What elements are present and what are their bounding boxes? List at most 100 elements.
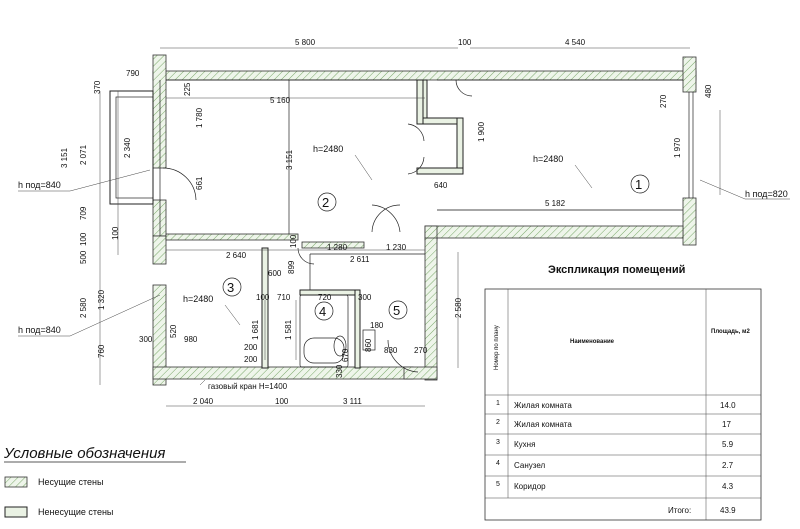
dim-899: 899 [287, 260, 296, 274]
total-label: Итого: [668, 506, 691, 515]
row5-area: 4.3 [722, 482, 734, 491]
dim-2040: 2 040 [193, 397, 214, 406]
dim-1900: 1 900 [477, 121, 486, 142]
dimension-texts: 5 800 100 4 540 790 370 225 270 480 5 16… [60, 38, 713, 406]
dim-330: 330 [335, 364, 344, 378]
dim-640: 640 [434, 181, 448, 190]
dim-5182: 5 182 [545, 199, 566, 208]
dim-225: 225 [183, 82, 192, 96]
dim-720: 720 [318, 293, 332, 302]
dim-270: 270 [659, 94, 668, 108]
left-wall-mid2 [152, 235, 167, 265]
dim-3111: 3 111 [343, 397, 362, 406]
dim-bath-100: 100 [256, 293, 270, 302]
corridor-right-wall [424, 237, 438, 381]
header-name: Наименование [570, 339, 615, 345]
ceiling-height-room1: h=2480 [533, 154, 563, 164]
room-number-5: 5 [393, 303, 400, 318]
left-wall-lower [152, 284, 167, 386]
dim-790: 790 [126, 69, 140, 78]
left-wall-upper [152, 54, 167, 169]
dim-bath-300: 300 [358, 293, 372, 302]
dim-top-4540: 4 540 [565, 38, 586, 47]
dim-709: 709 [79, 206, 88, 220]
dimension-lines [99, 47, 721, 407]
dim-top-5800: 5 800 [295, 38, 316, 47]
room-number-2: 2 [322, 195, 329, 210]
dim-180: 180 [370, 321, 384, 330]
floor-height-left-bottom: h под=840 [18, 325, 61, 335]
floor-height-right: h под=820 [745, 189, 788, 199]
dim-480: 480 [704, 84, 713, 98]
dim-5160: 5 160 [270, 96, 291, 105]
dim-1320: 1 320 [97, 289, 106, 310]
top-wall [152, 70, 697, 81]
dim-100-c: 100 [289, 234, 298, 248]
dim-830: 830 [384, 346, 398, 355]
header-number: Номер по плану [494, 325, 500, 370]
explication-table: Экспликация помещений Номер по плану Наи… [484, 264, 762, 521]
gas-note: газовый кран H=1400 [208, 382, 288, 391]
table-title: Экспликация помещений [548, 264, 685, 276]
legend-title: Условные обозначения [3, 445, 165, 462]
dim-3151-left: 3 151 [60, 147, 69, 168]
legend-swatch-bearing [4, 476, 28, 488]
row5-num: 5 [496, 481, 500, 488]
dim-500: 500 [79, 250, 88, 264]
room-number-1: 1 [635, 177, 642, 192]
legend-item-nonbearing: Ненесущие стены [38, 507, 113, 517]
dim-1581: 1 581 [284, 319, 293, 340]
dim-1970: 1 970 [673, 137, 682, 158]
room-number-4: 4 [319, 304, 326, 319]
dim-670: 670 [341, 348, 350, 362]
dim-100-b: 100 [111, 226, 120, 240]
row5-name: Коридор [514, 482, 546, 491]
dim-1780: 1 780 [195, 107, 204, 128]
left-wall-mid [152, 199, 167, 237]
walls [109, 54, 697, 386]
dim-1280: 1 280 [327, 243, 348, 252]
room-numbers: 1 2 3 4 5 [222, 174, 650, 321]
dim-600: 600 [268, 269, 282, 278]
dim-980: 980 [184, 335, 198, 344]
dim-2071: 2 071 [79, 144, 88, 165]
row4-num: 4 [496, 460, 500, 467]
row3-area: 5.9 [722, 440, 734, 449]
row2-name: Жилая комната [514, 420, 572, 429]
room2-bottom-wall [165, 233, 299, 241]
bottom-wall [152, 366, 414, 380]
dim-2340: 2 340 [123, 137, 132, 158]
row2-area: 17 [722, 420, 731, 429]
dim-2611: 2 611 [350, 255, 370, 264]
heights: h под=840 h под=840 h под=820 h=2480 h=2… [18, 144, 790, 391]
row1-name: Жилая комната [514, 401, 572, 410]
legend-swatch-nonbearing [4, 506, 28, 518]
dim-3151-center: 3 151 [285, 149, 294, 170]
dim-760: 760 [97, 344, 106, 358]
dim-bath-300b: 300 [139, 335, 153, 344]
dim-2580-left: 2 580 [79, 297, 88, 318]
dim-200-b: 200 [244, 355, 258, 364]
dim-2640: 2 640 [226, 251, 247, 260]
floor-height-left-top: h под=840 [18, 180, 61, 190]
legend-item-bearing: Несущие стены [38, 477, 103, 487]
row3-name: Кухня [514, 440, 535, 449]
dim-bottom-100: 100 [275, 397, 289, 406]
dim-270-b: 270 [414, 346, 428, 355]
dim-1230: 1 230 [386, 243, 407, 252]
dim-2580-right: 2 580 [454, 297, 463, 318]
ceiling-height-room2: h=2480 [313, 144, 343, 154]
row2-num: 2 [496, 419, 500, 426]
right-wall-lower [682, 197, 697, 246]
dim-710: 710 [277, 293, 291, 302]
room-number-3: 3 [227, 280, 234, 295]
row1-num: 1 [496, 400, 500, 407]
row4-area: 2.7 [722, 461, 734, 470]
dim-top-100: 100 [458, 38, 472, 47]
room1-bottom-wall [424, 225, 684, 239]
dim-100-a: 100 [79, 232, 88, 246]
dim-1681: 1 681 [251, 319, 260, 340]
dim-661: 661 [195, 176, 204, 190]
dim-520: 520 [169, 324, 178, 338]
